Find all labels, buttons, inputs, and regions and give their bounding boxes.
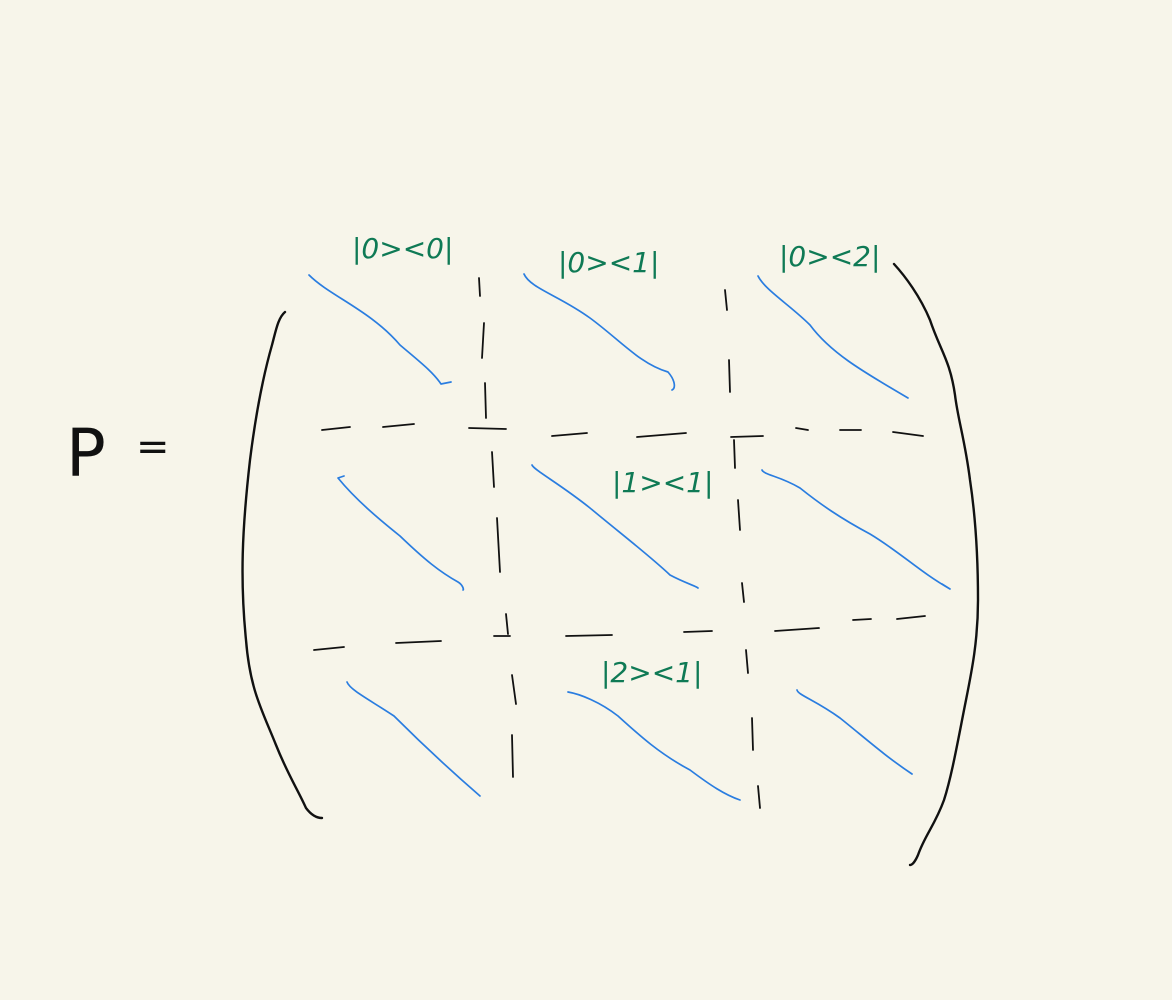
diagonal-block-0-1 [523, 273, 676, 391]
vertical-dashed-separator-right [724, 289, 761, 809]
equals-sign: = [136, 424, 170, 470]
diagonal-block-1-0 [337, 475, 465, 591]
horizontal-dashed-separator-top [321, 423, 924, 438]
diagonal-block-1-2 [761, 469, 951, 590]
diagonal-block-2-0 [346, 681, 481, 797]
left-parenthesis [241, 310, 324, 820]
diagonal-block-2-1 [567, 691, 741, 801]
diagonal-block-1-1 [531, 464, 699, 589]
diagonal-block-2-2 [796, 689, 913, 775]
diagonal-block-0-0 [308, 274, 452, 385]
label-ket0-bra2: |0><2| [779, 240, 880, 273]
label-ket2-bra1: |2><1| [601, 656, 702, 689]
label-ket0-bra1: |0><1| [558, 246, 659, 279]
label-ket1-bra1: |1><1| [612, 466, 713, 499]
horizontal-dashed-separator-bottom [313, 615, 926, 651]
block-diagonals [308, 273, 951, 801]
diagonal-block-0-2 [757, 275, 909, 399]
vertical-dashed-separator-left [478, 277, 517, 778]
label-ket0-bra0: |0><0| [352, 232, 453, 265]
right-parenthesis [892, 262, 980, 867]
matrix-symbol: P [66, 415, 106, 492]
